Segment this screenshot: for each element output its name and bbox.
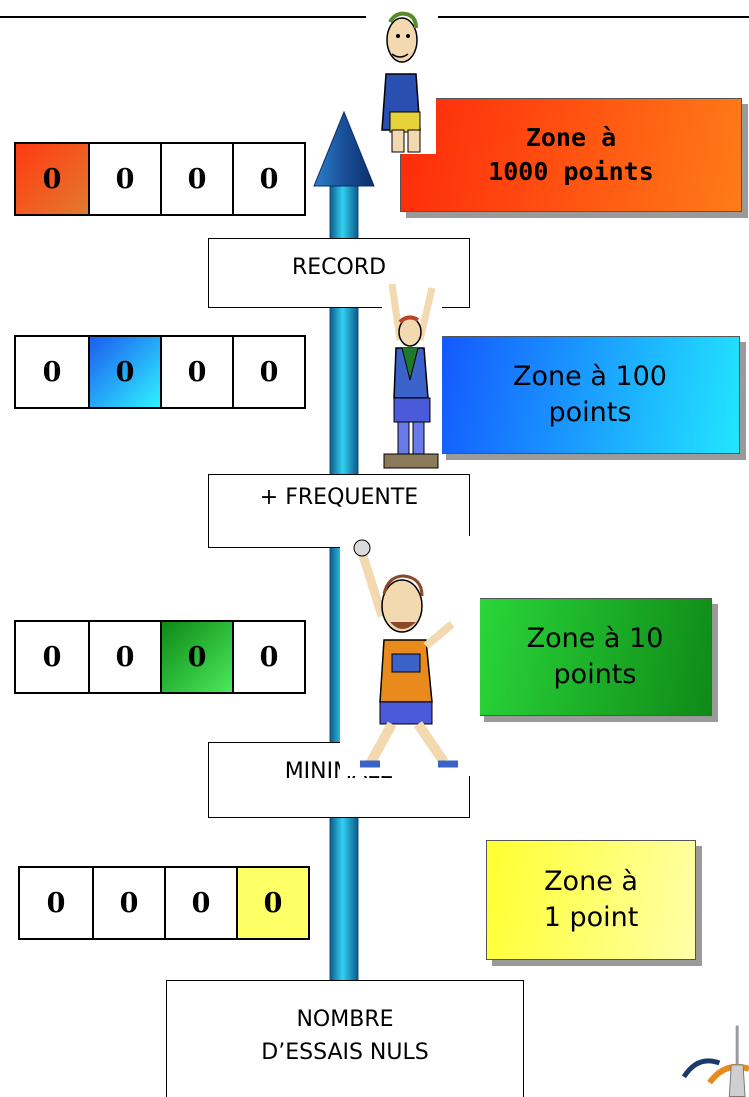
- digit-cell: 0: [232, 337, 304, 407]
- athlete-standing-icon: [366, 4, 436, 154]
- digit-cell: 0: [20, 868, 92, 938]
- zone-1000-points: Zone à 1000 points: [400, 98, 742, 212]
- digit-cell: 0: [92, 868, 164, 938]
- digit-cell: 0: [232, 144, 304, 214]
- level-nombre-essais-nuls: NOMBRE D’ESSAIS NULS: [166, 980, 524, 1097]
- digit-cell: 0: [164, 868, 236, 938]
- digit-cell: 0: [160, 337, 232, 407]
- digit-cell: 0: [160, 144, 232, 214]
- zone-100-line1: Zone à 100: [513, 359, 667, 395]
- digit-cell: 0: [16, 622, 88, 692]
- zone-1-line2: 1 point: [544, 900, 639, 936]
- zone-10-line2: points: [527, 657, 664, 693]
- nombre-line1: NOMBRE: [261, 1003, 428, 1036]
- digit-counter-row-1: 0 0 0 0: [14, 142, 306, 216]
- logo-icon: [680, 1025, 749, 1097]
- digit-cell: 0: [88, 144, 160, 214]
- digit-counter-row-4: 0 0 0 0: [18, 866, 310, 940]
- zone-100-line2: points: [513, 395, 667, 431]
- zone-10-points: Zone à 10 points: [478, 598, 712, 716]
- digit-cell: 0: [232, 622, 304, 692]
- nombre-line2: D’ESSAIS NULS: [261, 1036, 428, 1069]
- level-record-label: RECORD: [292, 255, 386, 307]
- zone-1-line1: Zone à: [544, 864, 639, 900]
- digit-cell: 0: [16, 144, 88, 214]
- zone-1000-line2: 1000 points: [488, 155, 654, 189]
- arrow-head: [314, 112, 374, 186]
- zone-1000-line1: Zone à: [488, 121, 654, 155]
- digit-cell: 0: [236, 868, 308, 938]
- digit-cell: 0: [88, 622, 160, 692]
- digit-cell: 0: [160, 622, 232, 692]
- digit-counter-row-2: 0 0 0 0: [14, 335, 306, 409]
- athlete-cheering-icon: [382, 280, 442, 470]
- digit-cell: 0: [88, 337, 160, 407]
- athlete-running-icon: [340, 536, 480, 776]
- zone-10-line1: Zone à 10: [527, 621, 664, 657]
- zone-1-point: Zone à 1 point: [486, 840, 696, 960]
- digit-counter-row-3: 0 0 0 0: [14, 620, 306, 694]
- digit-cell: 0: [16, 337, 88, 407]
- zone-100-points: Zone à 100 points: [440, 336, 740, 454]
